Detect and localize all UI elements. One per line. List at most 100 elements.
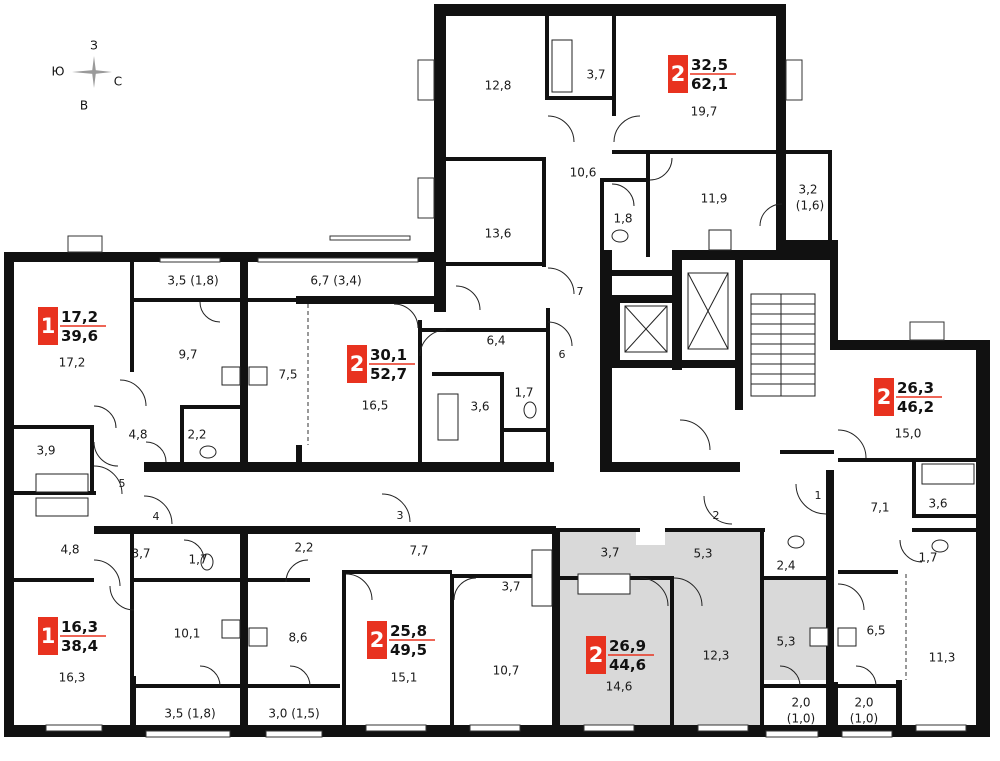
room-area-label: 15,0 [895, 427, 922, 441]
badge-total-area: 49,5 [390, 641, 427, 659]
apartment-badge: 2 26,9 44,6 [586, 636, 654, 674]
room-area-label: 3,7 [501, 580, 520, 594]
room-area-label: 2,2 [187, 428, 206, 442]
dashed-zone-lines [307, 304, 907, 680]
corridor-marker: 2 [713, 509, 720, 522]
room-area-label: 16,3 [59, 671, 86, 685]
room-area-label: 3,9 [36, 444, 55, 458]
room-area-label: 13,6 [485, 227, 512, 241]
apartment-badge: 2 25,8 49,5 [367, 621, 435, 659]
badge-total-area: 38,4 [61, 637, 98, 655]
room-area-label: 11,3 [929, 651, 956, 665]
room-area-label: 7,1 [870, 501, 889, 515]
doors [93, 115, 923, 687]
room-area-label: 11,9 [701, 192, 728, 206]
badge-room-count: 2 [589, 643, 604, 667]
compass-rose: З Ю С В [52, 39, 123, 113]
apartment-badge: 2 30,1 52,7 [347, 345, 415, 383]
badge-total-area: 44,6 [609, 656, 646, 674]
badge-total-area: 52,7 [370, 365, 407, 383]
corridor-marker: 3 [397, 509, 404, 522]
compass-south-label: В [80, 99, 88, 113]
badge-total-area: 62,1 [691, 75, 728, 93]
room-area-label: 3,2 [798, 183, 817, 197]
windows [45, 59, 967, 738]
room-area-label: 5,3 [693, 547, 712, 561]
room-area-label: 3,5 (1,8) [167, 274, 218, 288]
room-area-label: 2,2 [294, 541, 313, 555]
room-area-label: 2,4 [776, 559, 795, 573]
room-area-label: 3,0 (1,5) [268, 707, 319, 721]
room-area-label: 1,7 [188, 553, 207, 567]
badge-total-area: 39,6 [61, 327, 98, 345]
room-area-label: 6,5 [866, 624, 885, 638]
room-area-label: 19,7 [691, 105, 718, 119]
room-area-label: 9,7 [178, 348, 197, 362]
room-area-label: (1,6) [796, 199, 824, 213]
badge-room-count: 2 [350, 352, 365, 376]
apartment-badge: 1 16,3 38,4 [38, 617, 106, 655]
room-area-label: 15,1 [391, 671, 418, 685]
room-area-label: 1,7 [918, 551, 937, 565]
fixtures [35, 39, 975, 647]
room-area-label: 1,8 [613, 212, 632, 226]
room-area-label: 7,5 [278, 368, 297, 382]
exterior-walls [4, 4, 990, 737]
room-area-label: 2,0 [791, 696, 810, 710]
badge-total-area: 46,2 [897, 398, 934, 416]
room-labels: 12,8 3,7 19,7 10,6 11,9 3,2 (1,6) 1,8 13… [36, 68, 955, 726]
badge-room-count: 2 [370, 628, 385, 652]
badge-living-area: 17,2 [61, 308, 98, 326]
compass-north-label: З [90, 39, 98, 53]
badge-room-count: 2 [671, 62, 686, 86]
badge-room-count: 1 [41, 314, 56, 338]
room-area-label: 16,5 [362, 399, 389, 413]
room-area-label: 4,8 [60, 543, 79, 557]
room-area-label: 3,7 [586, 68, 605, 82]
badge-living-area: 30,1 [370, 346, 407, 364]
room-area-label: 12,8 [485, 79, 512, 93]
room-area-label: (1,0) [850, 712, 878, 726]
room-area-label: 10,7 [493, 664, 520, 678]
room-area-label: 17,2 [59, 356, 86, 370]
corridor-marker: 6 [559, 348, 566, 361]
corridor-marker: 7 [577, 285, 584, 298]
corridor-marker: 4 [153, 510, 160, 523]
badge-living-area: 26,9 [609, 637, 646, 655]
room-area-label: 3,7 [600, 546, 619, 560]
compass-east-label: С [114, 75, 122, 89]
room-area-label: 3,6 [928, 497, 947, 511]
room-area-label: 12,3 [703, 649, 730, 663]
room-area-label: 6,7 (3,4) [310, 274, 361, 288]
compass-west-label: Ю [52, 65, 65, 79]
room-area-label: 6,4 [486, 334, 505, 348]
badge-living-area: 32,5 [691, 56, 728, 74]
corridor-markers: 7 6 5 4 3 2 1 [119, 285, 822, 523]
badge-living-area: 26,3 [897, 379, 934, 397]
interior-walls [14, 16, 978, 735]
room-area-label: 4,8 [128, 428, 147, 442]
room-area-label: 3,7 [131, 547, 150, 561]
corridor-marker: 1 [815, 489, 822, 502]
badge-living-area: 16,3 [61, 618, 98, 636]
room-area-label: 10,6 [570, 166, 597, 180]
room-area-label: 2,0 [854, 696, 873, 710]
badge-living-area: 25,8 [390, 622, 427, 640]
room-area-label: 7,7 [409, 544, 428, 558]
apartment-badge: 2 26,3 46,2 [874, 378, 942, 416]
apartment-badge: 1 17,2 39,6 [38, 307, 106, 345]
staircase [750, 293, 816, 397]
room-area-label: 1,7 [514, 386, 533, 400]
room-area-label: 10,1 [174, 627, 201, 641]
badge-room-count: 2 [877, 385, 892, 409]
room-area-label: 14,6 [606, 680, 633, 694]
room-area-label: 8,6 [288, 631, 307, 645]
room-area-label: (1,0) [787, 712, 815, 726]
room-area-label: 3,6 [470, 400, 489, 414]
corridor-marker: 5 [119, 477, 126, 490]
badge-room-count: 1 [41, 624, 56, 648]
room-area-label: 5,3 [776, 635, 795, 649]
room-area-label: 3,5 (1,8) [164, 707, 215, 721]
apartment-badge: 2 32,5 62,1 [668, 55, 736, 93]
